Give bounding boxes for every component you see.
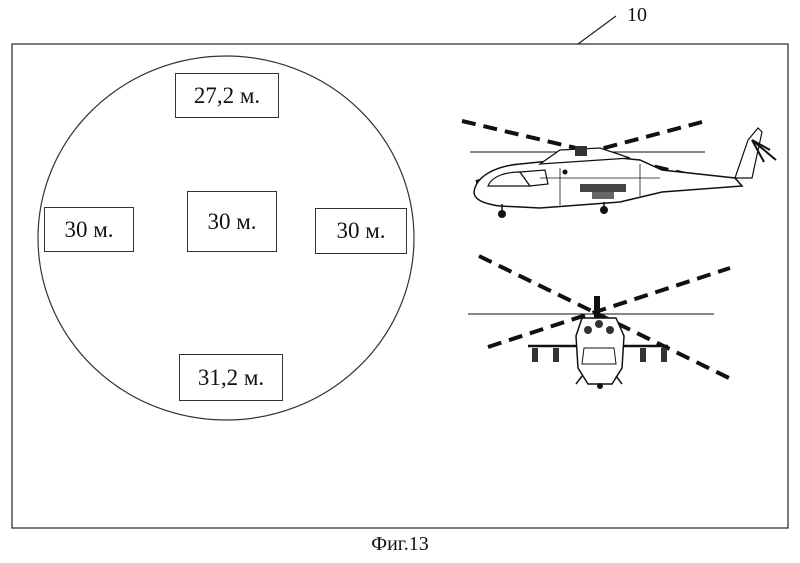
distance-label-right: 30 м. bbox=[315, 208, 407, 254]
distance-label-top: 27,2 м. bbox=[175, 73, 279, 118]
distance-label-center: 30 м. bbox=[187, 191, 277, 252]
distance-label-left: 30 м. bbox=[44, 207, 134, 252]
reference-numeral: 10 bbox=[627, 4, 647, 26]
figure-caption: Фиг.13 bbox=[371, 533, 429, 555]
helicopter-front-view-icon bbox=[468, 254, 731, 389]
helicopter-side-view-icon bbox=[461, 119, 777, 218]
figure-frame bbox=[11, 43, 789, 529]
distance-label-bottom: 31,2 м. bbox=[179, 354, 283, 401]
coverage-circle bbox=[37, 55, 415, 421]
reference-leader-line bbox=[577, 15, 617, 45]
